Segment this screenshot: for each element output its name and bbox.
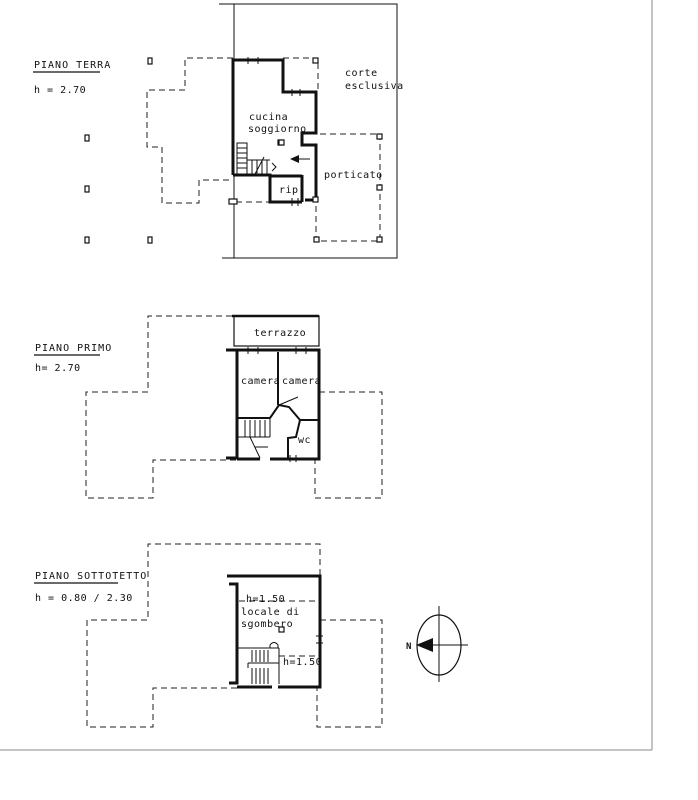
staircase bbox=[236, 142, 277, 177]
neighbor-outline bbox=[316, 619, 383, 728]
room-label-porch: porticato bbox=[324, 170, 383, 181]
ground-floor-height: h = 2.70 bbox=[34, 85, 86, 96]
interior-walls bbox=[236, 352, 319, 459]
room-label-court: corte bbox=[345, 68, 378, 79]
column-icon bbox=[313, 236, 320, 243]
room-label-storage: rip. bbox=[279, 185, 305, 196]
height-mark: h=1.50 bbox=[283, 657, 322, 668]
room-label-bedroom: camera bbox=[282, 376, 321, 387]
house-walls bbox=[227, 574, 322, 689]
house-walls bbox=[226, 348, 321, 461]
column-icon bbox=[147, 57, 153, 65]
first-floor-height: h= 2.70 bbox=[35, 363, 81, 374]
column-icon bbox=[147, 236, 153, 244]
neighbor-outline bbox=[146, 57, 233, 204]
column-icon bbox=[376, 236, 383, 243]
window bbox=[295, 347, 307, 354]
room-label-living: soggiorno bbox=[248, 124, 307, 135]
staircase bbox=[237, 642, 280, 684]
room-label-terrace: terrazzo bbox=[254, 328, 306, 339]
room-label-court: esclusiva bbox=[345, 81, 404, 92]
compass-north-label: N bbox=[406, 642, 411, 652]
neighbor-outline bbox=[85, 315, 236, 499]
first-floor-title: PIANO PRIMO bbox=[35, 343, 112, 354]
room-label-storage: locale di bbox=[241, 607, 300, 618]
neighbor-outline bbox=[86, 543, 321, 728]
window bbox=[291, 198, 299, 206]
first-floor-plan: PIANO PRIMO h= 2.70 terrazzo camera came… bbox=[34, 314, 383, 499]
courtyard-boundary bbox=[219, 3, 398, 259]
room-label-storage: sgombero bbox=[241, 619, 293, 630]
house-walls bbox=[226, 350, 239, 460]
column-icon bbox=[84, 134, 90, 142]
neighbor-outline bbox=[314, 391, 383, 499]
chimney-icon bbox=[278, 626, 285, 633]
window bbox=[247, 57, 259, 64]
window bbox=[289, 455, 297, 462]
column-icon bbox=[376, 133, 383, 140]
entrance-arrow-icon bbox=[290, 155, 310, 163]
attic-floor-plan: PIANO SOTTOTETTO h = 0.80 / 2.30 h=1.50 … bbox=[34, 543, 383, 728]
window bbox=[316, 635, 323, 644]
column-icon bbox=[312, 196, 319, 203]
window bbox=[291, 89, 301, 96]
ground-floor-title: PIANO TERRA bbox=[34, 60, 111, 71]
height-mark: h=1.50 bbox=[246, 594, 285, 605]
room-label-bedroom: camera bbox=[241, 376, 280, 387]
window bbox=[247, 347, 259, 354]
room-label-living: cucina bbox=[249, 112, 288, 123]
column-icon bbox=[84, 185, 90, 193]
north-compass-icon: N bbox=[406, 606, 468, 682]
column-icon bbox=[376, 184, 383, 191]
room-label-bathroom: wc bbox=[298, 435, 311, 446]
attic-floor-title: PIANO SOTTOTETTO bbox=[35, 571, 147, 582]
column-icon bbox=[312, 57, 319, 64]
column-icon bbox=[228, 198, 238, 205]
ground-floor-plan: PIANO TERRA h = 2.70 bbox=[33, 3, 404, 259]
column-icon bbox=[84, 236, 90, 244]
chimney-icon bbox=[278, 139, 285, 146]
porch-outline bbox=[315, 133, 381, 242]
house-walls bbox=[231, 58, 318, 202]
house-walls bbox=[229, 582, 239, 685]
attic-floor-height: h = 0.80 / 2.30 bbox=[35, 593, 133, 604]
